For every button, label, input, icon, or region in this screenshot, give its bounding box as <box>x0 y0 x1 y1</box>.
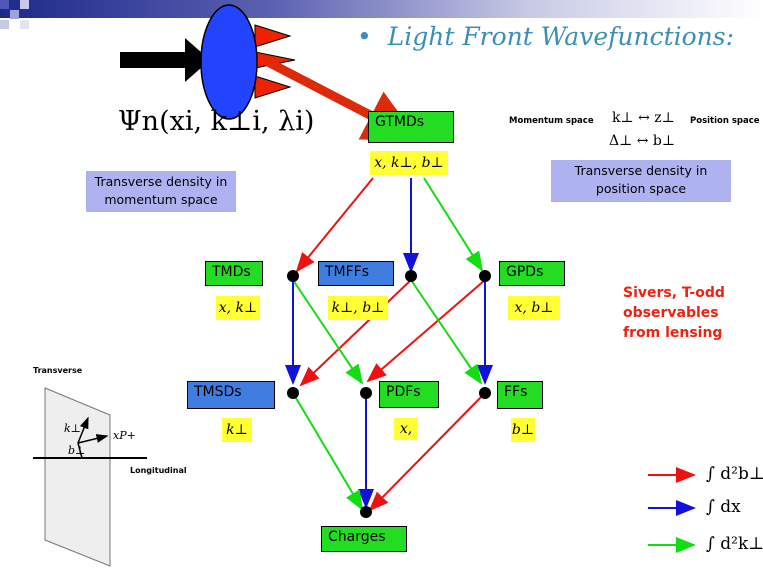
momentum-space-label: Momentum space <box>509 116 594 126</box>
box-pdfs: PDFs <box>379 381 439 408</box>
slide-title-text: Light Front Wavefunctions: <box>387 22 735 51</box>
note-position-density: Transverse density in position space <box>551 160 731 202</box>
legend-blue-formula: ∫ dx <box>706 497 741 517</box>
xp-plus-label: xP+ <box>113 429 136 442</box>
vars-pdfs: x, <box>394 418 418 440</box>
vars-tmds: x, k⊥ <box>216 296 260 320</box>
hadron-icon <box>120 4 296 120</box>
transverse-label: Transverse <box>33 366 83 375</box>
transverse-plane-icon <box>33 387 147 567</box>
node-tmsds <box>287 387 299 399</box>
relation-delta-b: Δ⊥ ↔ b⊥ <box>609 133 676 149</box>
arrow-green-tmds-pdfs <box>292 279 364 385</box>
arrow-red-ffs-charges <box>368 392 486 512</box>
slide-title: • Light Front Wavefunctions: <box>357 22 734 51</box>
sivers-line-2: observables <box>623 305 719 321</box>
vars-tmffs: k⊥, b⊥ <box>328 296 388 320</box>
arrow-green-tmffs-ffs <box>410 279 483 385</box>
lfwf-formula: Ψn(xi, k⊥i, λi) <box>118 106 315 137</box>
node-tmds <box>287 270 299 282</box>
box-gtmds: GTMDs <box>368 111 454 143</box>
box-tmsds: TMSDs <box>187 381 275 409</box>
b-perp-label: b⊥ <box>68 444 86 457</box>
vars-gtmds: x, k⊥, b⊥ <box>370 151 448 175</box>
arrow-red-tmffs-tmsds <box>299 279 412 387</box>
vars-gpds: x, b⊥ <box>508 296 560 320</box>
decor-square <box>0 20 9 29</box>
bullet-dot: • <box>357 22 388 51</box>
legend-red-formula: ∫ d²b⊥ <box>706 464 763 484</box>
decor-square <box>20 20 29 29</box>
arrow-red-gtmds-tmds <box>295 177 374 273</box>
arrow-green-tmsds-charges <box>292 392 364 511</box>
sivers-line-1: Sivers, T-odd <box>623 285 725 301</box>
decor-square <box>20 0 29 9</box>
node-pdfs <box>360 387 372 399</box>
box-tmffs: TMFFs <box>318 261 394 286</box>
box-gpds: GPDs <box>499 261 565 286</box>
longitudinal-label: Longitudinal <box>130 466 187 475</box>
position-space-label: Position space <box>690 116 760 126</box>
title-bar-gradient <box>0 0 763 18</box>
relation-k-z: k⊥ ↔ z⊥ <box>612 110 675 126</box>
node-tmffs <box>405 270 417 282</box>
vars-ffs: b⊥ <box>511 418 535 442</box>
node-charges <box>360 506 372 518</box>
arrow-red-gpds-pdfs <box>366 279 486 383</box>
box-ffs: FFs <box>497 381 543 409</box>
arrow-green-gtmds-gpds <box>423 177 484 272</box>
legend-green-formula: ∫ d²k⊥ <box>706 534 763 554</box>
vars-tmsds: k⊥ <box>222 418 252 442</box>
node-gpds <box>479 270 491 282</box>
note-momentum-density: Transverse density in momentum space <box>86 171 236 212</box>
node-ffs <box>479 387 491 399</box>
sivers-line-3: from lensing <box>623 325 723 341</box>
decor-square <box>0 0 9 9</box>
decor-square <box>10 10 19 19</box>
k-perp-label: k⊥ <box>64 422 82 435</box>
sivers-note: Sivers, T-odd observables from lensing <box>623 283 725 343</box>
box-tmds: TMDs <box>205 261 263 286</box>
box-charges: Charges <box>321 526 407 552</box>
